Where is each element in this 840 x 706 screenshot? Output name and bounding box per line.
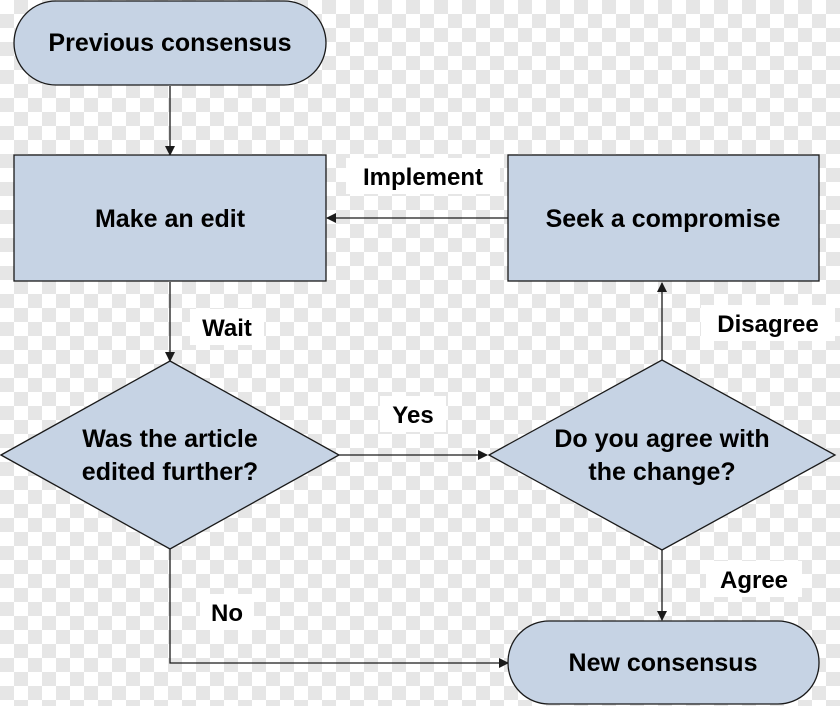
- arrow-question-to-new-consensus: [169, 549, 509, 668]
- yes-label: Yes: [392, 402, 433, 429]
- edge-label-no: No: [200, 594, 254, 630]
- connectors: [165, 86, 667, 668]
- edge-label-disagree: Disagree: [701, 305, 835, 341]
- node-previous-consensus: Previous consensus: [13, 0, 327, 86]
- agree-change-label-line2: the change?: [588, 458, 735, 486]
- new-consensus-label: New consensus: [569, 649, 758, 677]
- no-label: No: [211, 600, 243, 627]
- previous-consensus-label: Previous consensus: [48, 29, 291, 57]
- was-edited-label-line2: edited further?: [82, 458, 258, 486]
- node-was-article-edited-decision: Was the article edited further?: [0, 360, 341, 550]
- edge-label-yes: Yes: [380, 396, 446, 432]
- wait-label: Wait: [202, 315, 252, 342]
- edge-label-implement: Implement: [346, 158, 500, 194]
- make-an-edit-label: Make an edit: [95, 205, 246, 233]
- edge-label-agree: Agree: [706, 561, 802, 597]
- agree-change-label-line1: Do you agree with: [554, 425, 769, 453]
- node-agree-with-change-decision: Do you agree with the change?: [487, 359, 837, 551]
- implement-label: Implement: [363, 164, 483, 191]
- node-new-consensus: New consensus: [507, 620, 820, 705]
- was-edited-label-line1: Was the article: [82, 425, 258, 453]
- disagree-label: Disagree: [717, 311, 818, 338]
- agree-label: Agree: [720, 567, 788, 594]
- edge-label-wait: Wait: [190, 309, 264, 345]
- node-seek-a-compromise: Seek a compromise: [507, 154, 820, 282]
- seek-a-compromise-label: Seek a compromise: [546, 205, 781, 233]
- node-make-an-edit: Make an edit: [13, 154, 327, 282]
